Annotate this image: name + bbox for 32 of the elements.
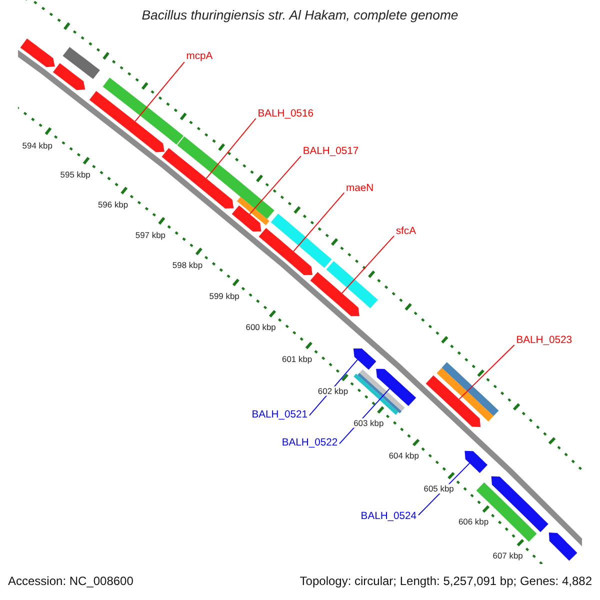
scale-label: 600 kbp <box>244 322 277 332</box>
leader-line <box>206 118 256 179</box>
leader-line <box>249 156 302 215</box>
leader-line <box>293 192 345 252</box>
footer-text: Topology: circular; Length: 5,257,091 bp; Genes: 4,882 <box>300 574 592 588</box>
scale-label: 604 kbp <box>388 450 420 460</box>
scale-label: 597 kbp <box>134 230 166 240</box>
scale-label: 607 kbp <box>492 550 524 560</box>
scale-label: 599 kbp <box>208 291 240 301</box>
gene-label: BALH_0521 <box>252 408 308 420</box>
gene-label: BALH_0523 <box>516 334 572 346</box>
leader-line <box>134 62 185 122</box>
scale-label: 596 kbp <box>97 200 130 210</box>
leader-line <box>458 344 515 400</box>
scale-label: 603 kbp <box>352 418 385 428</box>
scale-label: 595 kbp <box>59 170 92 180</box>
title: Bacillus thuringiensis str. Al Hakam, complete genome <box>142 8 458 23</box>
gene-label: BALH_0517 <box>302 146 359 157</box>
scale-label: 606 kbp <box>458 517 490 526</box>
gene-label: sfcA <box>396 226 416 237</box>
scale-label: 605 kbp <box>422 484 455 494</box>
scale-label: 594 kbp <box>21 140 54 150</box>
footer-text: Accession: NC_008600 <box>8 574 134 588</box>
gene-label: BALH_0522 <box>282 437 338 448</box>
leader-line <box>341 235 394 294</box>
gene-label: BALH_0516 <box>258 108 314 120</box>
scale-label: 602 kbp <box>317 386 349 396</box>
scale-label: 598 kbp <box>171 260 204 270</box>
gene-label: mcpA <box>186 50 213 62</box>
scale-label: 601 kbp <box>281 354 314 364</box>
gene-label: maeN <box>346 182 374 194</box>
gene-label: BALH_0524 <box>360 510 417 522</box>
